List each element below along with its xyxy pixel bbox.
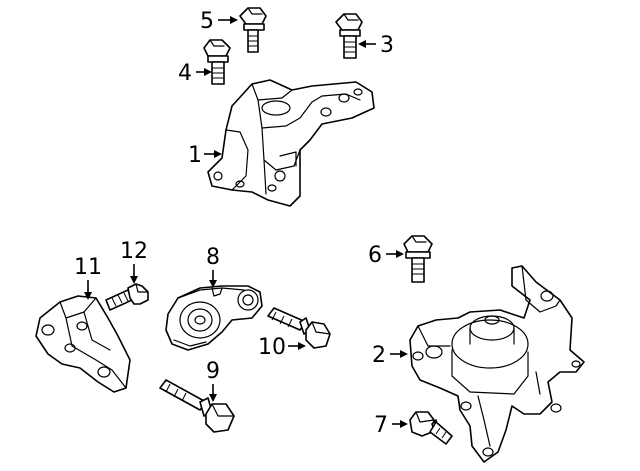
callout-8: 8 bbox=[206, 245, 220, 288]
part-1-upper-mount bbox=[207, 79, 375, 207]
callout-7: 7 bbox=[374, 413, 408, 438]
callout-9: 9 bbox=[206, 359, 220, 402]
part-2-side-mount bbox=[409, 265, 585, 463]
bolt-6 bbox=[403, 235, 433, 283]
callout-number: 10 bbox=[258, 335, 286, 360]
callout-5: 5 bbox=[200, 9, 238, 34]
callout-6: 6 bbox=[368, 243, 404, 268]
callout-number: 4 bbox=[178, 61, 192, 86]
callout-number: 1 bbox=[188, 143, 202, 168]
part-11-bracket bbox=[35, 295, 131, 393]
callout-number: 2 bbox=[372, 343, 386, 368]
bolt-10 bbox=[267, 307, 331, 349]
bolt-5 bbox=[239, 7, 267, 53]
bolt-9 bbox=[159, 379, 235, 433]
callout-number: 8 bbox=[206, 245, 220, 270]
callout-1: 1 bbox=[188, 143, 222, 168]
callout-12: 12 bbox=[120, 239, 148, 284]
callout-number: 5 bbox=[200, 9, 214, 34]
callout-number: 11 bbox=[74, 255, 102, 280]
callout-number: 12 bbox=[120, 239, 148, 264]
callout-3: 3 bbox=[358, 33, 394, 58]
bolt-3 bbox=[335, 13, 363, 59]
callout-number: 6 bbox=[368, 243, 382, 268]
callout-number: 3 bbox=[380, 33, 394, 58]
callout-10: 10 bbox=[258, 335, 306, 360]
callout-11: 11 bbox=[74, 255, 102, 300]
callout-2: 2 bbox=[372, 343, 408, 368]
bolt-4 bbox=[203, 39, 231, 85]
bolt-12 bbox=[105, 283, 149, 311]
callout-number: 7 bbox=[374, 413, 388, 438]
bolt-7 bbox=[409, 411, 453, 445]
part-8-torque-rod bbox=[165, 285, 263, 351]
callout-4: 4 bbox=[178, 61, 212, 86]
callout-number: 9 bbox=[206, 359, 220, 384]
